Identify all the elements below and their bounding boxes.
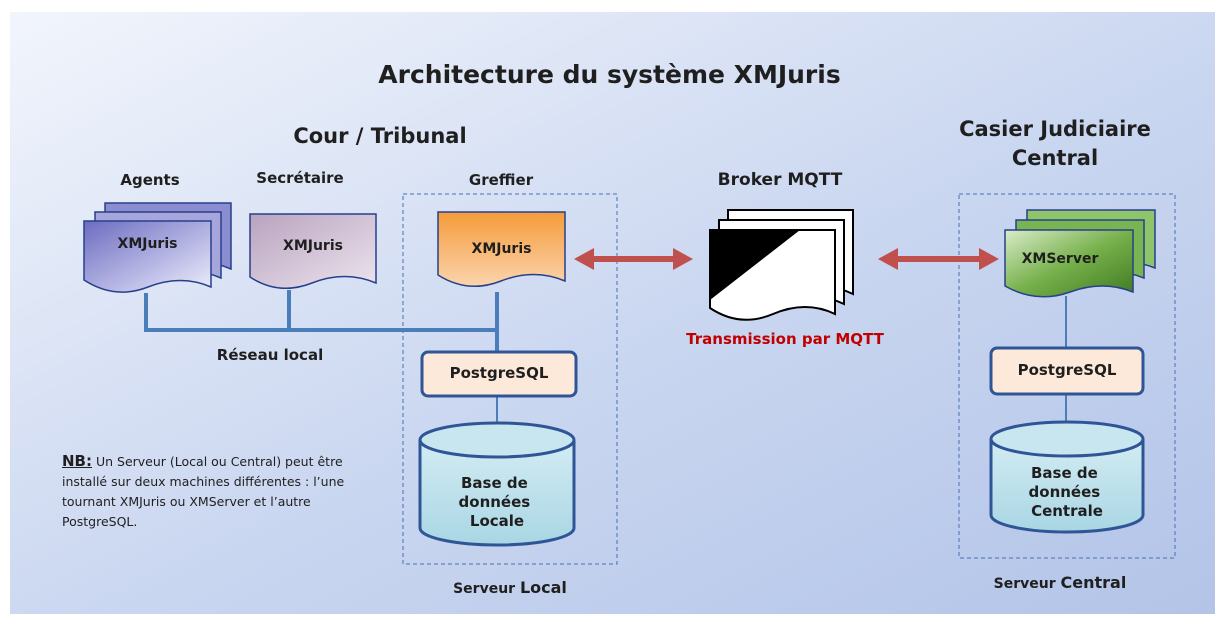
network-label: Réseau local: [216, 346, 324, 364]
secretaire-app-label: XMJuris: [283, 238, 343, 254]
xmserver-document-icon: [1004, 209, 1156, 298]
secretaire-document-icon: [249, 213, 377, 289]
db-local-line: Locale: [470, 512, 524, 530]
db-connectors: [496, 296, 1067, 425]
note-text: NB: Un Serveur (Local ou Central) peut ê…: [62, 451, 382, 532]
casier-heading-line1: Casier Judiciaire: [959, 117, 1151, 141]
postgresql-central-box: [989, 346, 1145, 396]
postgresql-local-label: PostgreSQL: [449, 364, 549, 382]
db-central-line: Centrale: [1031, 502, 1103, 520]
note-label: NB:: [62, 452, 92, 470]
server-central-caption: Serveur Central: [980, 573, 1140, 592]
server-local-suffix: Local: [519, 578, 567, 597]
database-local-label: Base de données Locale: [459, 474, 536, 530]
postgresql-local-box: [420, 350, 578, 398]
db-local-line: données: [459, 493, 531, 511]
agents-label: Agents: [120, 171, 180, 189]
local-network-connector: [144, 290, 499, 352]
server-local-prefix: Serveur: [453, 581, 520, 597]
agents-document-icon: [83, 202, 232, 293]
database-central-label: Base de données Centrale: [1029, 464, 1106, 520]
server-local-caption: Serveur Local: [430, 578, 590, 597]
db-central-line: Base de: [1031, 464, 1098, 482]
diagram-title: Architecture du système XMJuris: [378, 60, 841, 89]
greffier-app-label: XMJuris: [471, 241, 532, 257]
secretaire-label: Secrétaire: [256, 169, 344, 187]
database-local-icon: [418, 421, 576, 547]
note-body: Un Serveur (Local ou Central) peut être …: [62, 454, 345, 529]
xmserver-app-label: XMServer: [1021, 251, 1099, 267]
greffier-broker-arrow: [574, 248, 693, 270]
broker-xmserver-arrow: [878, 248, 999, 270]
greffier-label: Greffier: [468, 171, 534, 189]
cour-tribunal-heading: Cour / Tribunal: [293, 124, 467, 148]
server-central-suffix: Central: [1060, 573, 1127, 592]
server-central-prefix: Serveur: [993, 576, 1061, 592]
db-central-line: données: [1029, 483, 1101, 501]
central-server-box: [958, 193, 1176, 559]
db-local-line: Base de: [461, 474, 528, 492]
casier-heading-line2: Central: [1011, 146, 1099, 170]
broker-label: Broker MQTT: [717, 170, 843, 190]
local-server-box: [402, 193, 618, 565]
broker-document-icon: [709, 209, 854, 321]
agents-app-label: XMJuris: [117, 236, 178, 252]
postgresql-central-label: PostgreSQL: [1017, 361, 1117, 379]
database-central-icon: [989, 420, 1145, 534]
greffier-document-icon: [437, 211, 566, 287]
transmission-label: Transmission par MQTT: [686, 330, 884, 348]
